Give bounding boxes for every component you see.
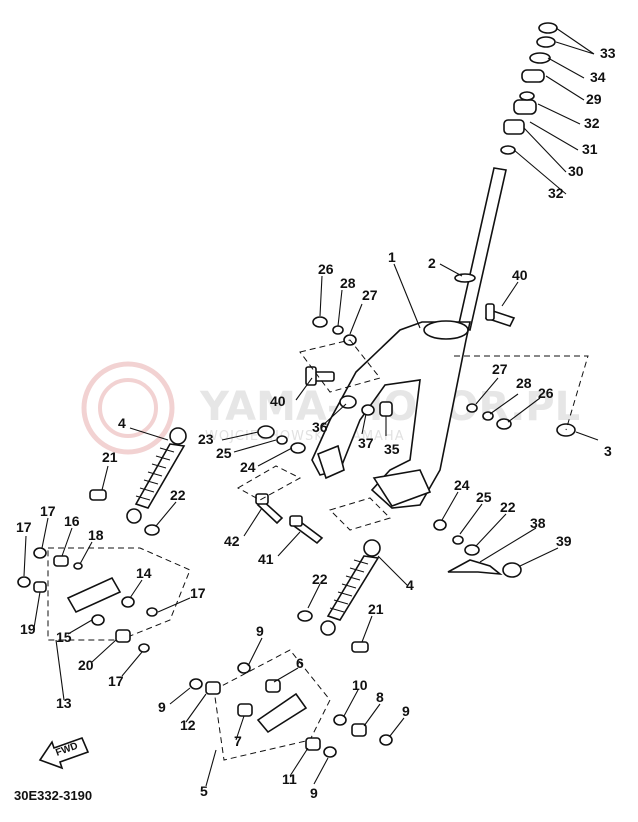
link-assembly-right	[189, 649, 393, 761]
callout-4: 4	[118, 415, 126, 431]
callout-35: 35	[384, 441, 400, 457]
callout-37: 37	[358, 435, 374, 451]
callout-2: 2	[428, 255, 436, 271]
callout-9b: 9	[402, 703, 410, 719]
callout-25: 25	[216, 445, 232, 461]
watermark-tagline: WOJCIECHOWSKI · YAMAHA	[205, 429, 405, 444]
callout-34: 34	[590, 69, 606, 85]
callout-22c: 22	[312, 571, 328, 587]
callout-27: 27	[362, 287, 378, 303]
callout-31: 31	[582, 141, 598, 157]
callout-3: 3	[604, 443, 612, 459]
callout-36: 36	[312, 419, 328, 435]
steering-bearing-stack	[500, 22, 558, 155]
callout-25b: 25	[476, 489, 492, 505]
callout-41: 41	[258, 551, 274, 567]
callout-17c: 17	[190, 585, 206, 601]
callout-20: 20	[78, 657, 94, 673]
shock-absorber-left	[89, 427, 187, 536]
callout-9a: 9	[256, 623, 264, 639]
callout-17a: 17	[16, 519, 32, 535]
callout-26b: 26	[538, 385, 554, 401]
callout-24b: 24	[454, 477, 470, 493]
assembly-outlines	[236, 339, 589, 531]
callout-26: 26	[318, 261, 334, 277]
callout-13: 13	[56, 695, 72, 711]
steering-stem	[454, 167, 507, 331]
callout-40b: 40	[270, 393, 286, 409]
callout-30: 30	[568, 163, 584, 179]
callout-28: 28	[340, 275, 356, 291]
callout-22b: 22	[500, 499, 516, 515]
callout-38: 38	[530, 515, 546, 531]
callout-6: 6	[296, 655, 304, 671]
leader-lines	[23, 27, 599, 787]
callout-5: 5	[200, 783, 208, 799]
callout-9c: 9	[158, 699, 166, 715]
callout-4b: 4	[406, 577, 414, 593]
callout-42: 42	[224, 533, 240, 549]
callout-12: 12	[180, 717, 196, 733]
callout-39: 39	[556, 533, 572, 549]
callout-14: 14	[136, 565, 152, 581]
callout-1: 1	[388, 249, 396, 265]
forward-arrow: FWD	[38, 736, 90, 770]
callout-21b: 21	[368, 601, 384, 617]
callout-17b: 17	[40, 503, 56, 519]
callout-labels: 33 34 29 32 31 30 32 1 2 40 26 28 27 40 …	[16, 45, 616, 801]
callout-8: 8	[376, 689, 384, 705]
callout-10: 10	[352, 677, 368, 693]
callout-40: 40	[512, 267, 528, 283]
shock-absorber-right	[297, 539, 381, 653]
callout-18: 18	[88, 527, 104, 543]
callout-33: 33	[600, 45, 616, 61]
callout-32b: 32	[548, 185, 564, 201]
callout-29: 29	[586, 91, 602, 107]
callout-11: 11	[282, 771, 297, 787]
callout-21: 21	[102, 449, 118, 465]
front-fork-body	[311, 320, 471, 509]
callout-28b: 28	[516, 375, 532, 391]
callout-24: 24	[240, 459, 256, 475]
callout-32: 32	[584, 115, 600, 131]
callout-22: 22	[170, 487, 186, 503]
callout-19: 19	[20, 621, 36, 637]
callout-27b: 27	[492, 361, 508, 377]
callout-16: 16	[64, 513, 80, 529]
callout-7: 7	[234, 733, 242, 749]
callout-17d: 17	[108, 673, 124, 689]
drawing-code: 30E332-3190	[14, 788, 92, 803]
link-assembly-left	[17, 547, 191, 653]
callout-9d: 9	[310, 785, 318, 801]
callout-23: 23	[198, 431, 214, 447]
callout-15: 15	[56, 629, 72, 645]
